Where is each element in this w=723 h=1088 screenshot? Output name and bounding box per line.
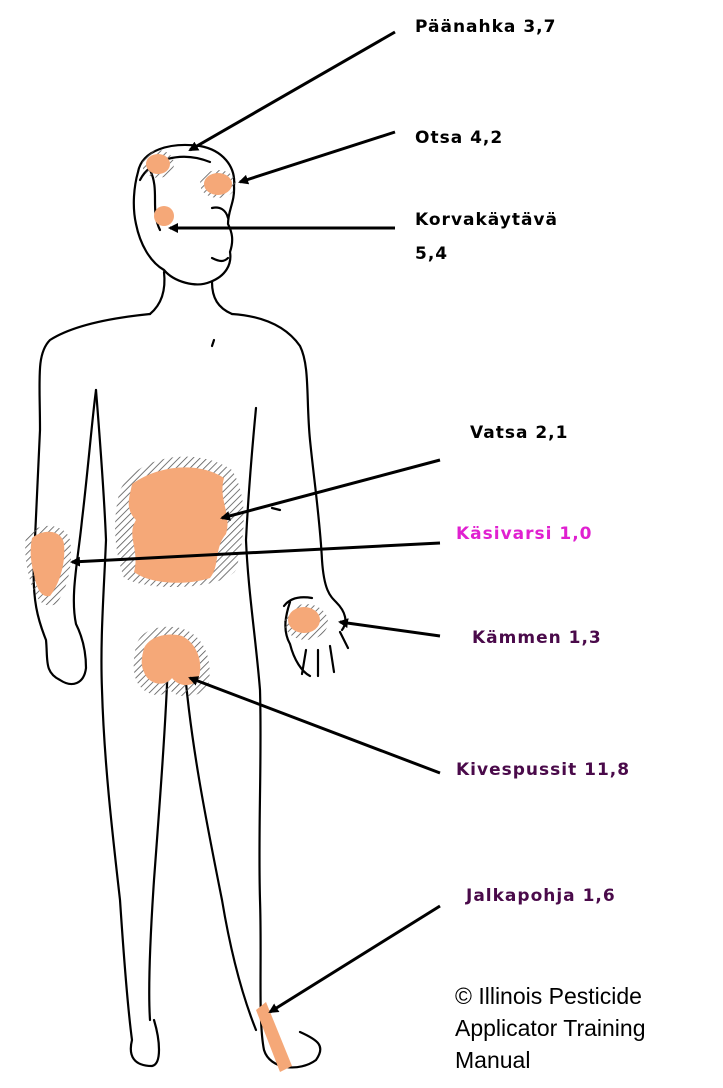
- label-forearm: Käsivarsi 1,0: [456, 524, 593, 544]
- arrow-scalp: [190, 32, 395, 150]
- label-scrotum: Kivespussit 11,8: [456, 760, 630, 780]
- label-scalp: Päänahka 3,7: [415, 17, 556, 37]
- area-forehead: [200, 170, 236, 198]
- credit-line-2: Applicator Training: [455, 1012, 720, 1044]
- credit-line-1: © Illinois Pesticide: [455, 980, 720, 1012]
- absorption-areas: [25, 150, 328, 1072]
- label-ear-canal: Korvakäytävä: [415, 210, 558, 230]
- label-forehead: Otsa 4,2: [415, 128, 503, 148]
- area-palm: [284, 604, 328, 640]
- copyright-credit: © Illinois Pesticide Applicator Training…: [455, 980, 720, 1076]
- area-ear-canal: [154, 206, 174, 226]
- label-ear-canal-value: 5,4: [415, 244, 448, 264]
- area-abdomen: [115, 457, 244, 587]
- area-scrotum: [134, 627, 210, 696]
- area-scalp: [142, 150, 174, 178]
- credit-line-3: Manual: [455, 1044, 720, 1076]
- label-palm: Kämmen 1,3: [472, 628, 602, 648]
- arrow-sole: [270, 906, 440, 1012]
- arrow-forehead: [240, 132, 395, 182]
- label-abdomen: Vatsa 2,1: [470, 423, 568, 443]
- arrow-scrotum: [190, 678, 440, 773]
- arrow-palm: [340, 622, 440, 636]
- arrow-abdomen: [222, 460, 440, 518]
- label-sole: Jalkapohja 1,6: [466, 886, 616, 906]
- area-forearm: [25, 526, 71, 606]
